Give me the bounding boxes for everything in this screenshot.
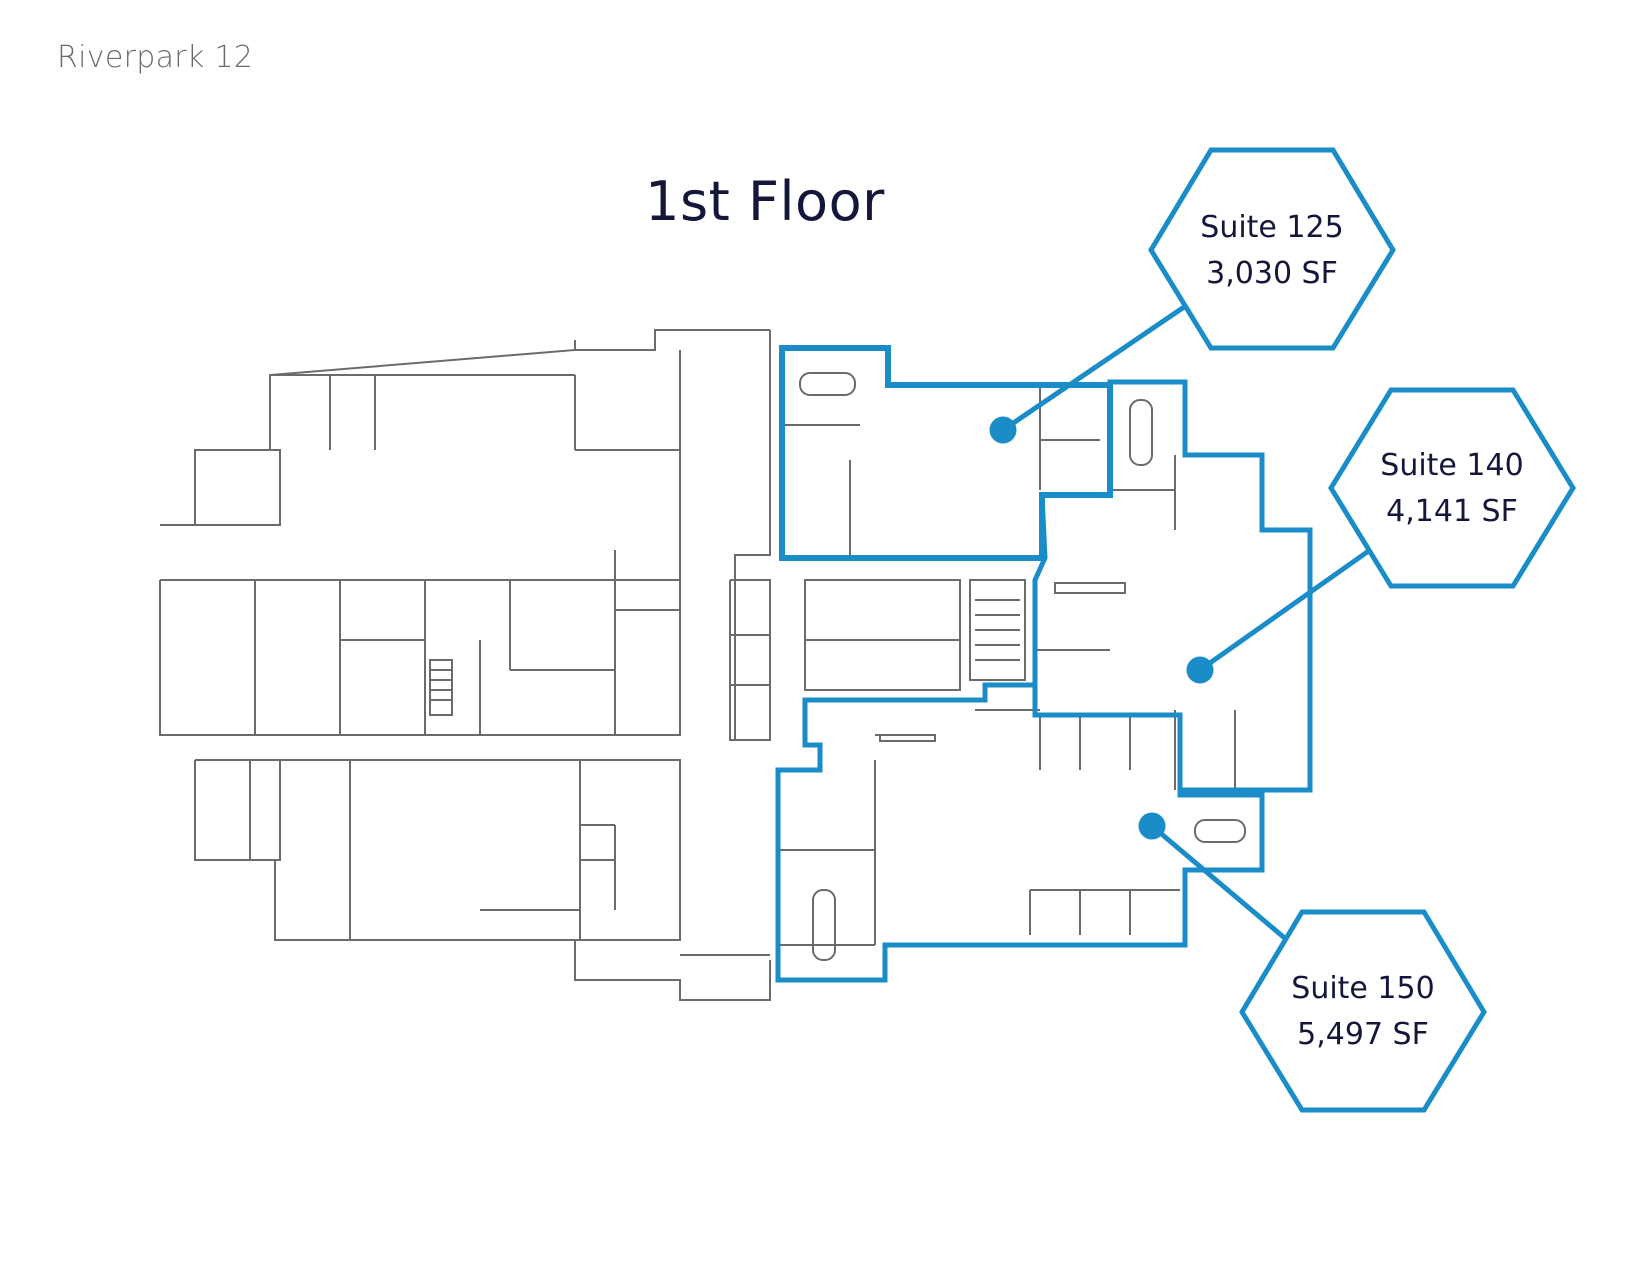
suite-150-outline[interactable]: [775, 682, 1265, 983]
building-name: Riverpark 12: [57, 40, 254, 75]
suite-150-name: Suite 150: [1291, 971, 1435, 1006]
suite-140-outline[interactable]: [1032, 379, 1313, 793]
suite-125-marker[interactable]: [989, 416, 1017, 444]
suite-125-outline[interactable]: [779, 345, 1113, 561]
suite-140-name: Suite 140: [1380, 448, 1524, 483]
suite-140-area: 4,141 SF: [1386, 494, 1518, 529]
suite-150-marker[interactable]: [1138, 812, 1166, 840]
suite-125-hexagon[interactable]: [1148, 147, 1396, 351]
callout-hexagons: [1148, 147, 1576, 1113]
suite-140-label[interactable]: Suite 140 4,141 SF: [1332, 443, 1572, 535]
suite-150-hexagon[interactable]: [1239, 909, 1487, 1113]
suite-125-area: 3,030 SF: [1206, 256, 1338, 291]
floor-title: 1st Floor: [645, 170, 885, 233]
suite-140-hexagon[interactable]: [1328, 387, 1576, 589]
suite-125-name: Suite 125: [1200, 210, 1344, 245]
suite-140-marker[interactable]: [1186, 656, 1214, 684]
building-walls: [159, 329, 1246, 1001]
callout-leaders: [989, 302, 1372, 942]
suite-150-area: 5,497 SF: [1297, 1017, 1429, 1052]
suite-125-label[interactable]: Suite 125 3,030 SF: [1152, 205, 1392, 297]
suite-150-label[interactable]: Suite 150 5,497 SF: [1243, 966, 1483, 1058]
suite-outlines: [775, 345, 1313, 983]
